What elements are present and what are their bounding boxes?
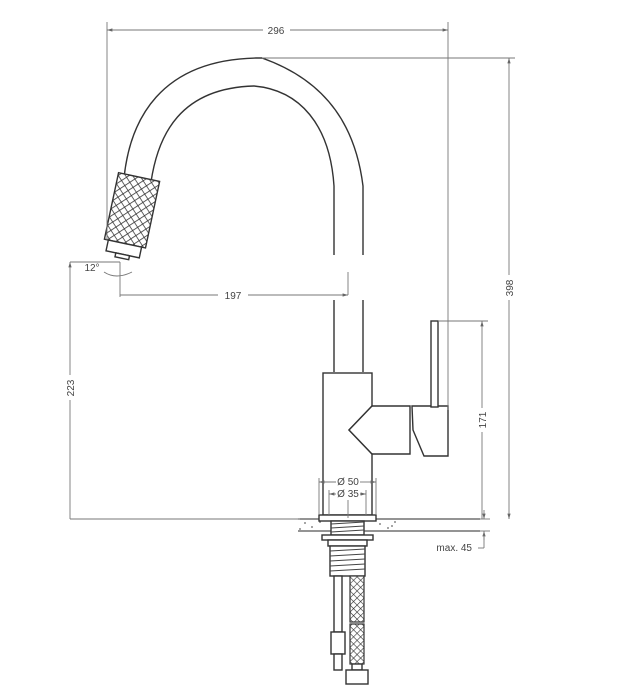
dimension-labels: 296 398 197 223 12° 171 Ø 50 Ø 35 max. 4… xyxy=(66,26,516,554)
spout-outer-edge xyxy=(123,57,364,372)
spout-inner-edge xyxy=(150,85,335,372)
dim-overall-width: 296 xyxy=(268,26,285,37)
mounting-nut xyxy=(327,539,368,547)
lever-cartridge xyxy=(411,405,449,457)
dim-lever-height: 171 xyxy=(478,411,489,428)
spray-head xyxy=(103,171,161,261)
dim-hole-diameter: Ø 35 xyxy=(337,489,359,500)
lever-handle xyxy=(430,320,439,408)
dim-max-thickness: max. 45 xyxy=(436,543,472,554)
dim-outlet-height: 223 xyxy=(66,379,77,396)
dim-spout-reach: 197 xyxy=(225,291,242,302)
dim-spray-angle: 12° xyxy=(84,263,99,274)
knurled-grip xyxy=(103,171,161,249)
supply-hose-braided xyxy=(345,575,369,685)
dimension-lines xyxy=(68,22,515,549)
base-flange xyxy=(318,514,377,522)
faucet-body xyxy=(103,57,480,685)
dim-overall-height: 398 xyxy=(505,279,516,296)
mounting-washer xyxy=(321,534,374,541)
supply-hose-plain xyxy=(330,575,346,671)
dim-base-diameter: Ø 50 xyxy=(337,477,359,488)
